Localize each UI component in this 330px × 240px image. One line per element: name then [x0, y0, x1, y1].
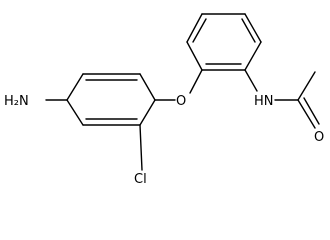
bond: [244, 41, 262, 71]
molecule-diagram: H₂N O Cl HN O: [4, 13, 324, 185]
bond: [186, 41, 203, 71]
bond: [139, 73, 156, 101]
carbonyl-bond-2: [303, 97, 320, 125]
bond: [186, 13, 203, 43]
ether-bond-right: [189, 69, 203, 94]
bond: [139, 99, 156, 126]
bond: [192, 18, 207, 43]
acetanilide-ring: [186, 13, 262, 71]
amide-nitrogen-label: HN: [254, 94, 274, 109]
carbonyl-oxygen-label: O: [314, 130, 324, 145]
amide-n-bond: [244, 69, 258, 92]
carbonyl-bond: [297, 99, 316, 129]
bond: [66, 73, 84, 101]
bond: [244, 13, 262, 43]
methyl-bond: [297, 71, 316, 101]
amine-label: H₂N: [4, 94, 29, 109]
bond: [241, 18, 256, 43]
chloroaniline-ring: [66, 73, 156, 126]
chlorine-bond: [139, 124, 143, 171]
chlorine-label: Cl: [134, 172, 147, 185]
bond: [66, 99, 84, 126]
ether-oxygen-label: O: [176, 94, 186, 109]
